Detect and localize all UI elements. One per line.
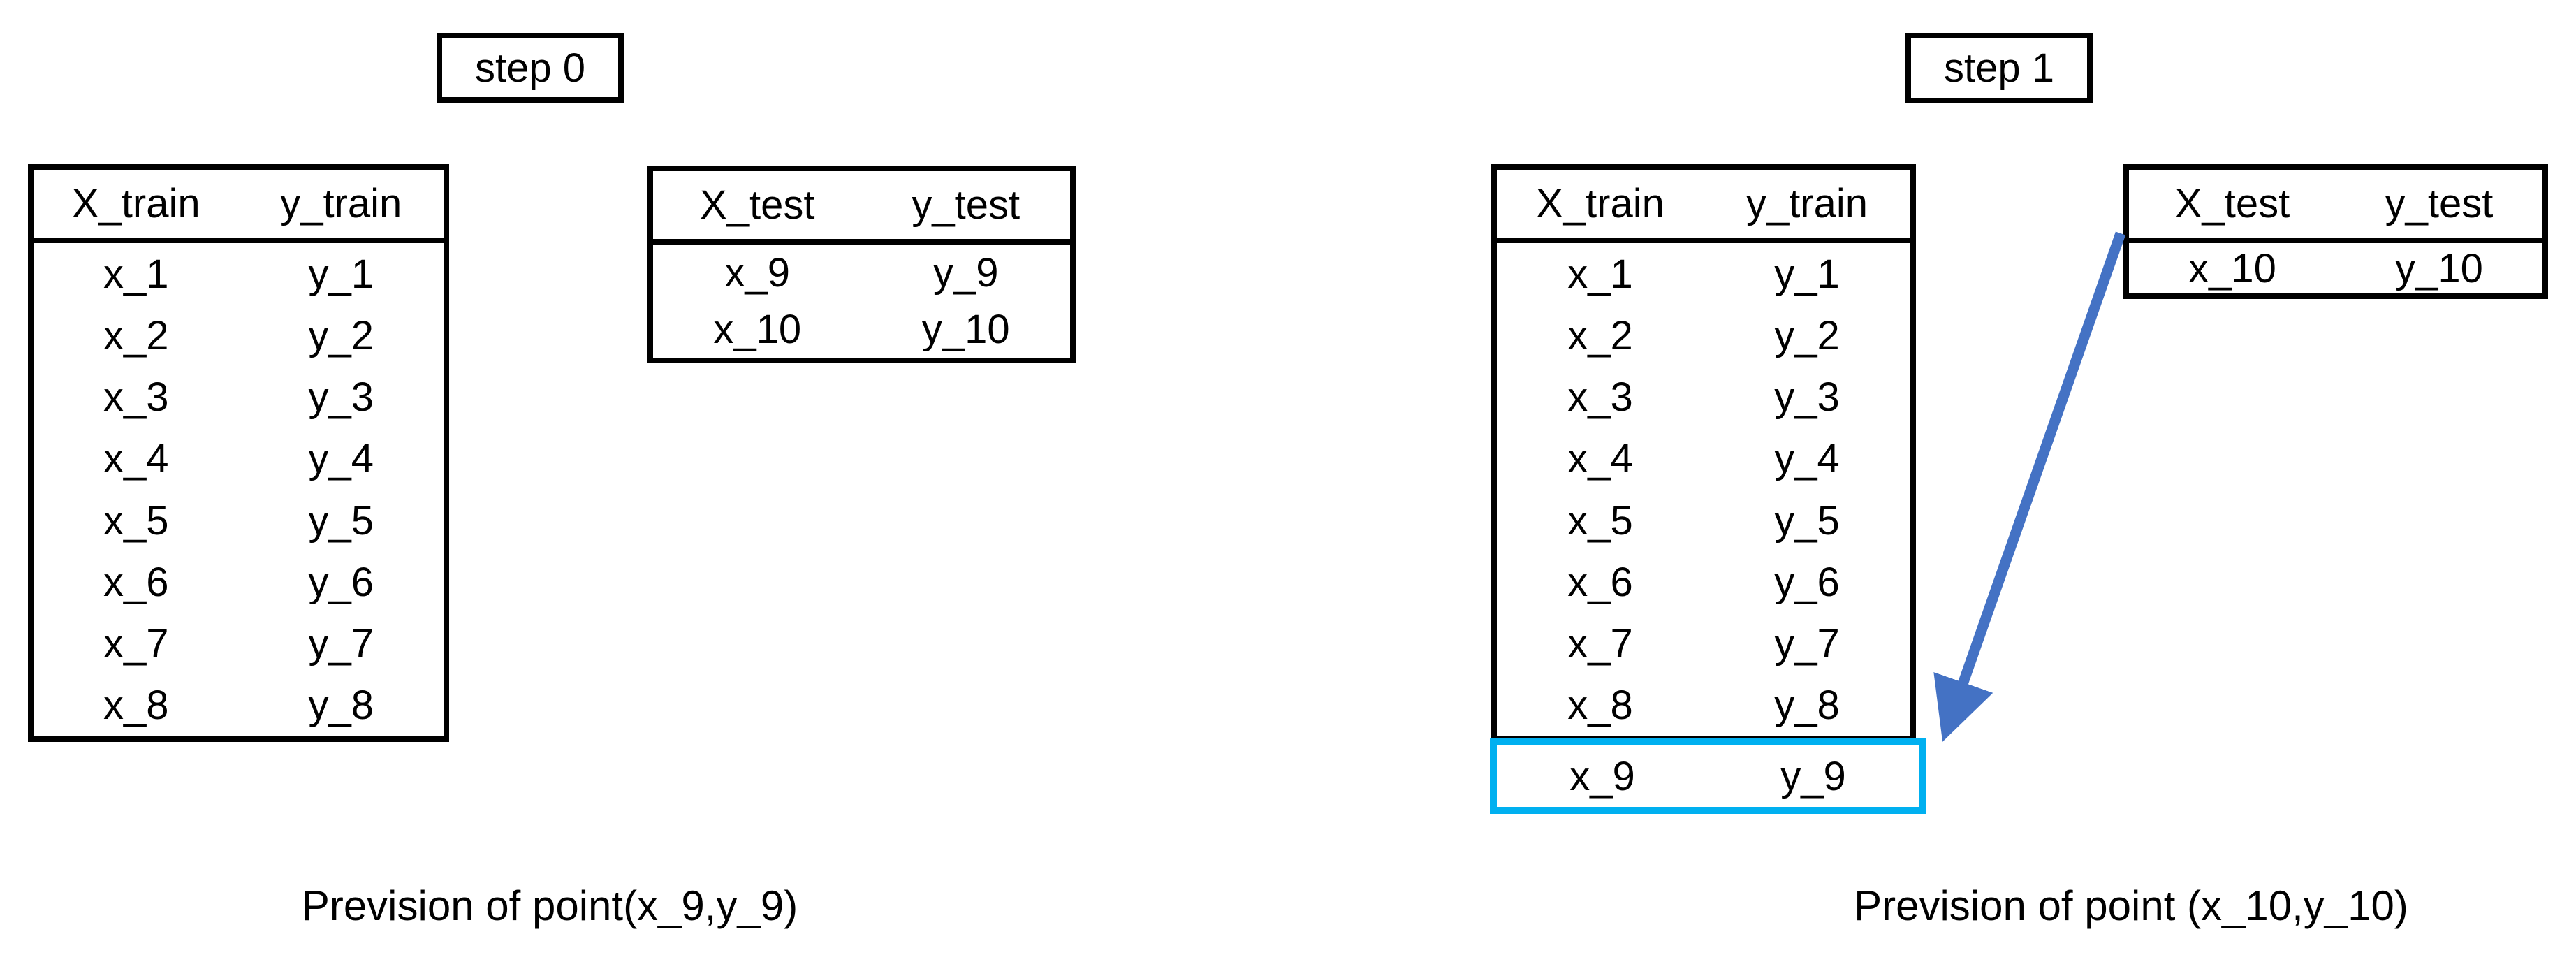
table-row: x_7 y_7 bbox=[34, 613, 444, 675]
table-cell: y_3 bbox=[1774, 374, 1840, 421]
table-cell: y_1 bbox=[308, 251, 374, 297]
table-cell: x_5 bbox=[1567, 497, 1633, 544]
table-row: x_6 y_6 bbox=[34, 551, 444, 613]
column-header-x-test: X_test bbox=[700, 182, 815, 228]
table-row: x_5 y_5 bbox=[1497, 490, 1910, 551]
step0-caption: Prevision of point(x_9,y_9) bbox=[301, 882, 798, 929]
step0-train-table: X_train y_train x_1 y_1 x_2 y_2 x_3 y_3 x_4 y_4… bbox=[28, 164, 449, 742]
table-row: x_6 y_6 bbox=[1497, 551, 1910, 613]
table-cell: y_8 bbox=[1774, 683, 1840, 729]
table-cell: x_6 bbox=[1567, 559, 1633, 605]
step0-test-table-body: x_9 y_9 x_10 y_10 bbox=[653, 245, 1070, 358]
step1-test-table: X_test y_test x_10 y_10 bbox=[2123, 164, 2548, 299]
table-row: x_4 y_4 bbox=[1497, 428, 1910, 490]
table-cell: x_5 bbox=[103, 497, 169, 544]
step0-test-table-header: X_test y_test bbox=[653, 171, 1070, 245]
table-cell: y_4 bbox=[308, 436, 374, 482]
step0-train-table-header: X_train y_train bbox=[34, 170, 444, 243]
table-cell: x_6 bbox=[103, 559, 169, 605]
table-cell: y_6 bbox=[1774, 559, 1840, 605]
table-cell: y_7 bbox=[1774, 621, 1840, 667]
table-cell: x_10 bbox=[713, 307, 802, 352]
table-row: x_1 y_1 bbox=[34, 243, 444, 305]
table-row: x_9 y_9 bbox=[653, 245, 1070, 301]
step1-label-box: step 1 bbox=[1905, 33, 2093, 103]
table-cell: y_5 bbox=[308, 497, 374, 544]
table-cell: x_7 bbox=[1567, 621, 1633, 667]
table-row: x_8 y_8 bbox=[1497, 675, 1910, 736]
column-header-y-test: y_test bbox=[912, 182, 1020, 228]
table-row: x_4 y_4 bbox=[34, 428, 444, 490]
column-header-y-train: y_train bbox=[280, 181, 402, 226]
table-cell: y_10 bbox=[2395, 245, 2483, 291]
table-row: x_3 y_3 bbox=[1497, 367, 1910, 428]
table-cell: y_9 bbox=[932, 250, 999, 296]
table-cell: x_9 bbox=[724, 250, 790, 296]
column-header-y-test: y_test bbox=[2385, 181, 2494, 226]
table-cell: y_5 bbox=[1774, 497, 1840, 544]
table-row: x_2 y_2 bbox=[34, 305, 444, 366]
table-row: x_10 y_10 bbox=[653, 301, 1070, 358]
table-row: x_5 y_5 bbox=[34, 490, 444, 551]
table-cell: y_2 bbox=[308, 312, 374, 358]
table-row: x_3 y_3 bbox=[34, 367, 444, 428]
column-header-x-train: X_train bbox=[1536, 181, 1664, 226]
table-cell: y_4 bbox=[1774, 436, 1840, 482]
table-cell: x_2 bbox=[1567, 312, 1633, 358]
step1-test-table-body: x_10 y_10 bbox=[2129, 243, 2542, 293]
table-row: x_10 y_10 bbox=[2129, 243, 2542, 293]
table-cell: x_3 bbox=[103, 374, 169, 421]
table-cell: x_7 bbox=[103, 621, 169, 667]
table-row: x_2 y_2 bbox=[1497, 305, 1910, 366]
table-cell: y_8 bbox=[308, 683, 374, 729]
table-row: x_1 y_1 bbox=[1497, 243, 1910, 305]
table-row: x_7 y_7 bbox=[1497, 613, 1910, 675]
column-header-x-train: X_train bbox=[71, 181, 200, 226]
column-header-x-test: X_test bbox=[2174, 181, 2290, 226]
table-cell: x_2 bbox=[103, 312, 169, 358]
table-cell: y_10 bbox=[921, 307, 1010, 352]
table-cell: x_8 bbox=[1567, 683, 1633, 729]
step1-highlighted-row-box: x_9 y_9 bbox=[1490, 738, 1926, 814]
table-cell: y_3 bbox=[308, 374, 374, 421]
table-cell: y_2 bbox=[1774, 312, 1840, 358]
step1-test-table-header: X_test y_test bbox=[2129, 170, 2542, 243]
table-row: x_8 y_8 bbox=[34, 675, 444, 736]
table-cell: y_7 bbox=[308, 621, 374, 667]
step1-train-table: X_train y_train x_1 y_1 x_2 y_2 x_3 y_3 x_4 y_4… bbox=[1491, 164, 1916, 742]
step0-label-box: step 0 bbox=[437, 33, 624, 103]
table-cell: x_3 bbox=[1567, 374, 1633, 421]
step1-train-table-header: X_train y_train bbox=[1497, 170, 1910, 243]
step1-label: step 1 bbox=[1944, 45, 2054, 91]
step0-label: step 0 bbox=[475, 45, 585, 91]
table-cell: x_1 bbox=[103, 251, 169, 297]
table-cell: y_6 bbox=[308, 559, 374, 605]
table-cell: x_1 bbox=[1567, 251, 1633, 297]
table-cell: x_9 bbox=[1569, 753, 1635, 799]
step1-caption: Prevision of point (x_10,y_10) bbox=[1854, 882, 2408, 929]
table-cell: x_4 bbox=[1567, 436, 1633, 482]
step0-test-table: X_test y_test x_9 y_9 x_10 y_10 bbox=[647, 166, 1076, 363]
table-cell: x_8 bbox=[103, 683, 169, 729]
table-cell: x_10 bbox=[2188, 245, 2276, 291]
table-cell: y_9 bbox=[1780, 753, 1846, 799]
column-header-y-train: y_train bbox=[1746, 181, 1868, 226]
table-cell: x_4 bbox=[103, 436, 169, 482]
table-cell: y_1 bbox=[1774, 251, 1840, 297]
table-row: x_9 y_9 bbox=[1497, 745, 1919, 807]
